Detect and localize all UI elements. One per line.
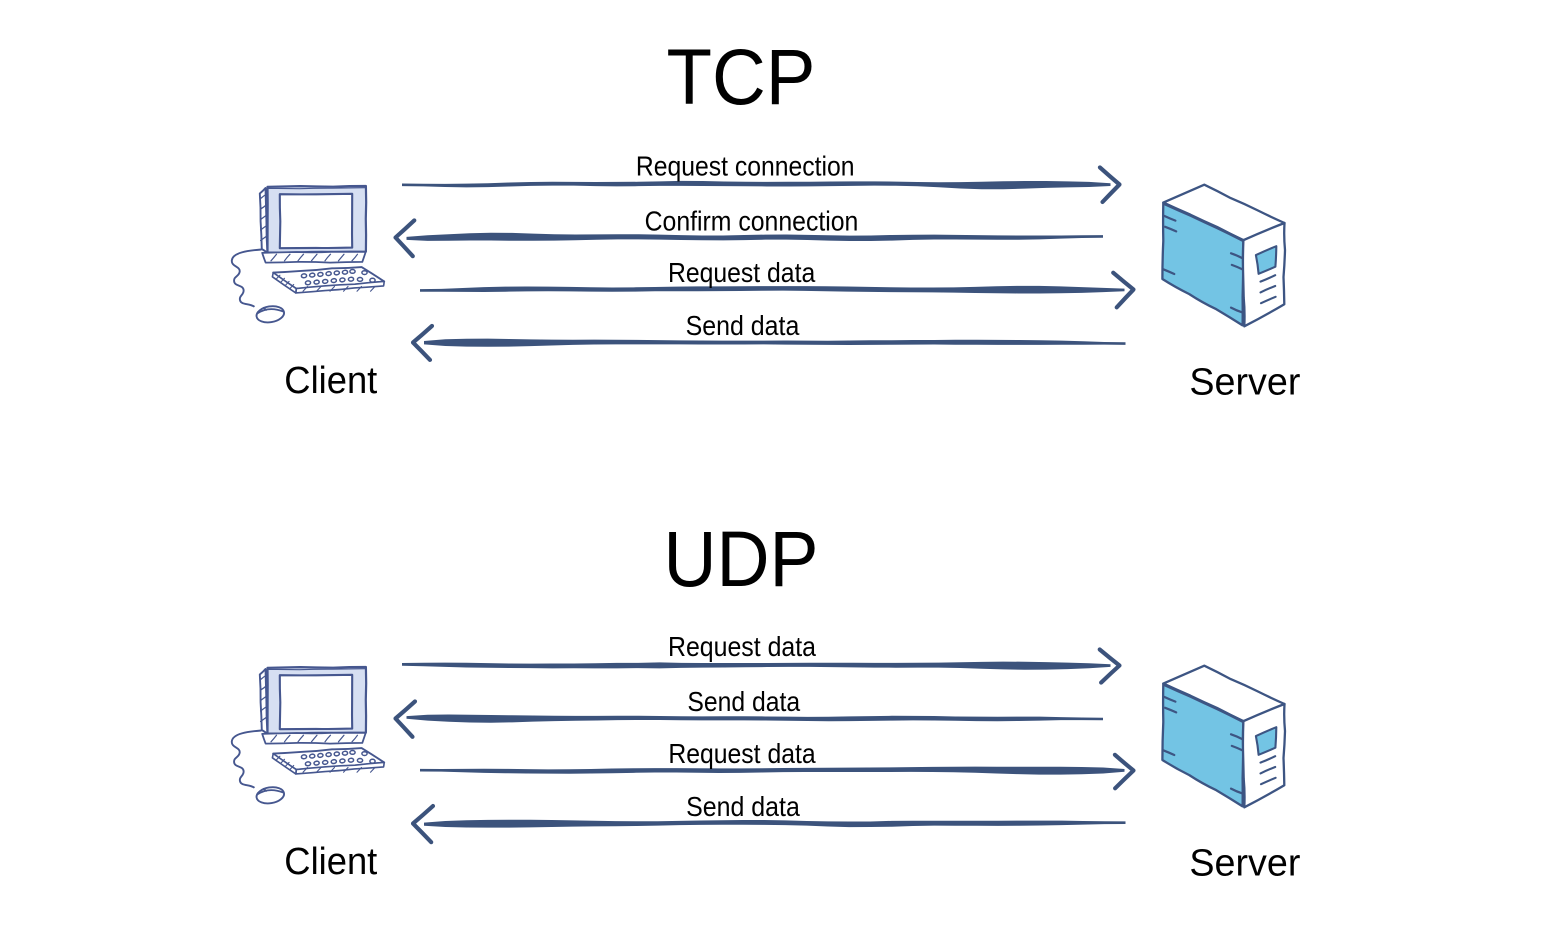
svg-text:Server: Server: [1189, 362, 1300, 404]
svg-text:Send data: Send data: [686, 791, 800, 822]
svg-text:Client: Client: [284, 841, 377, 883]
svg-text:Confirm connection: Confirm connection: [645, 205, 859, 236]
svg-text:Send data: Send data: [686, 310, 800, 341]
svg-text:Request connection: Request connection: [636, 150, 855, 181]
svg-text:Request data: Request data: [668, 631, 816, 662]
svg-text:Client: Client: [284, 360, 377, 402]
svg-text:Request data: Request data: [668, 257, 816, 288]
svg-text:Server: Server: [1189, 843, 1300, 885]
svg-text:UDP: UDP: [664, 514, 819, 603]
svg-text:Request data: Request data: [668, 738, 816, 769]
svg-text:Send data: Send data: [687, 686, 800, 717]
svg-text:TCP: TCP: [667, 32, 816, 121]
